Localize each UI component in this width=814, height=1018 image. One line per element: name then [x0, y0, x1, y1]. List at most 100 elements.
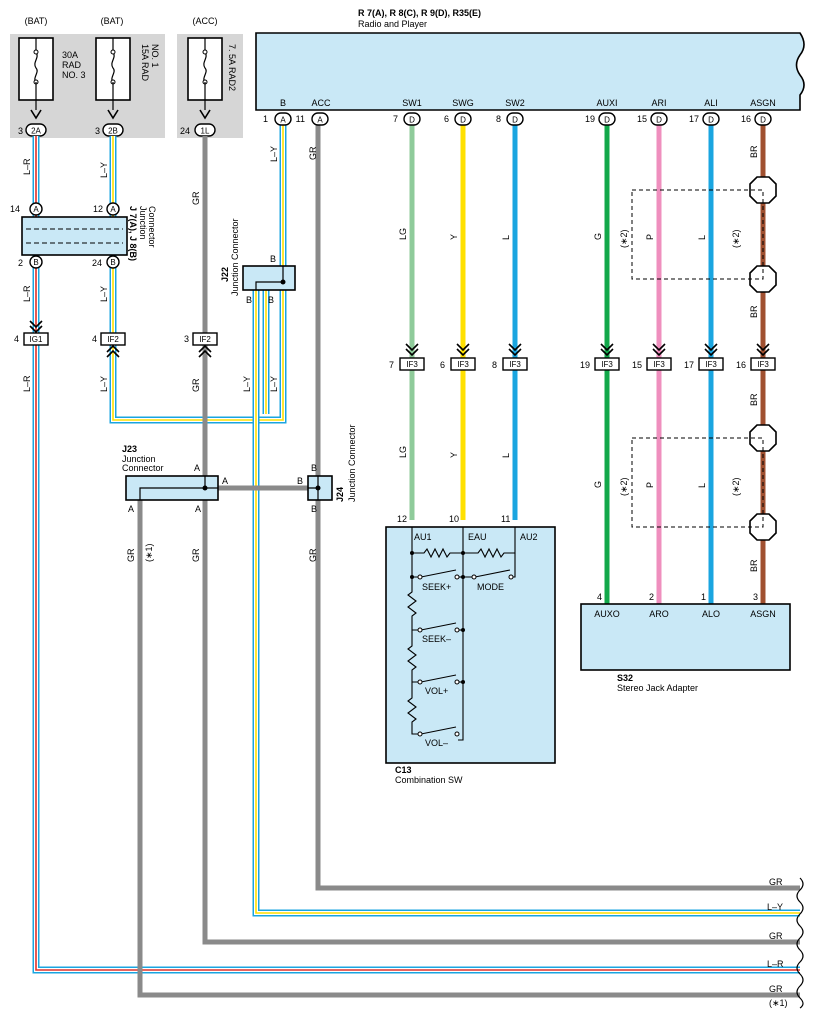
fuse3 — [187, 37, 223, 120]
svg-text:SW2: SW2 — [505, 98, 525, 108]
svg-text:G: G — [593, 233, 603, 240]
svg-text:B: B — [33, 258, 38, 267]
svg-text:2: 2 — [649, 592, 654, 602]
svg-text:B: B — [270, 254, 276, 264]
svg-text:IF2: IF2 — [107, 335, 119, 344]
svg-text:SEEK–: SEEK– — [422, 634, 451, 644]
svg-text:BR: BR — [749, 145, 759, 158]
svg-text:L–R: L–R — [22, 158, 32, 175]
svg-text:GR: GR — [308, 146, 318, 160]
svg-text:IF3: IF3 — [601, 360, 613, 369]
fuse2-source: (BAT) — [101, 16, 124, 26]
svg-text:(∗1): (∗1) — [144, 543, 154, 562]
junction-j23: A A A A — [125, 463, 228, 514]
svg-text:L: L — [697, 235, 707, 240]
fuse1-rating: 30A — [62, 50, 78, 60]
j23-name-1: Junction — [122, 454, 156, 464]
svg-text:IF2: IF2 — [199, 335, 211, 344]
svg-text:19: 19 — [580, 360, 590, 370]
svg-text:BR: BR — [749, 559, 759, 572]
radio-box — [255, 32, 805, 111]
svg-text:GR: GR — [126, 548, 136, 562]
junction-j22: B B B — [242, 254, 296, 305]
svg-text:4: 4 — [92, 334, 97, 344]
svg-text:D: D — [512, 116, 518, 125]
fuse2-number: NO. 1 — [150, 44, 160, 68]
j23-code: J23 — [122, 444, 137, 454]
svg-text:VOL–: VOL– — [425, 738, 448, 748]
svg-text:6: 6 — [444, 114, 449, 124]
svg-text:L–Y: L–Y — [767, 902, 783, 912]
svg-text:GR: GR — [308, 548, 318, 562]
svg-text:BR: BR — [749, 305, 759, 318]
bus-labels: GR L–Y GR L–R GR (∗1) — [767, 877, 788, 1008]
svg-text:(∗2): (∗2) — [619, 229, 629, 248]
svg-text:G: G — [593, 481, 603, 488]
fuse3-pin: 24 — [180, 126, 190, 136]
svg-text:8: 8 — [496, 114, 501, 124]
svg-text:ASGN: ASGN — [750, 98, 776, 108]
fuse-pins: 3 2A 3 2B 24 1L — [18, 123, 216, 137]
svg-text:A: A — [280, 116, 286, 125]
svg-text:16: 16 — [736, 360, 746, 370]
svg-text:AU2: AU2 — [520, 532, 538, 542]
shield-symbols — [631, 176, 777, 541]
svg-text:B: B — [311, 463, 317, 473]
svg-text:L–Y: L–Y — [99, 376, 109, 392]
svg-text:IF3: IF3 — [705, 360, 717, 369]
svg-text:ALI: ALI — [704, 98, 718, 108]
svg-text:24: 24 — [92, 258, 102, 268]
svg-text:7: 7 — [389, 360, 394, 370]
svg-text:8: 8 — [492, 360, 497, 370]
fuse3-conn: 1L — [201, 127, 210, 136]
svg-text:16: 16 — [741, 114, 751, 124]
svg-text:IF3: IF3 — [509, 360, 521, 369]
svg-text:2: 2 — [18, 258, 23, 268]
svg-text:ACC: ACC — [311, 98, 331, 108]
svg-text:17: 17 — [684, 360, 694, 370]
svg-text:A: A — [194, 463, 200, 473]
svg-text:L–R: L–R — [22, 375, 32, 392]
svg-text:A: A — [110, 205, 116, 214]
c13-code: C13 — [395, 765, 412, 775]
svg-text:GR: GR — [769, 877, 783, 887]
svg-text:Y: Y — [449, 234, 459, 240]
fuse2-pin: 3 — [95, 126, 100, 136]
svg-text:BR: BR — [749, 393, 759, 406]
fuse1-pin: 3 — [18, 126, 23, 136]
svg-text:(∗2): (∗2) — [731, 229, 741, 248]
svg-text:D: D — [409, 116, 415, 125]
wires — [32, 120, 800, 998]
svg-text:GR: GR — [769, 931, 783, 941]
svg-text:11: 11 — [296, 114, 305, 124]
s32-name: Stereo Jack Adapter — [617, 683, 698, 693]
svg-text:L–R: L–R — [767, 959, 784, 969]
svg-text:AU1: AU1 — [414, 532, 432, 542]
fuse1 — [18, 37, 54, 120]
svg-text:17: 17 — [689, 114, 699, 124]
svg-text:IF3: IF3 — [653, 360, 665, 369]
svg-text:D: D — [604, 116, 610, 125]
svg-text:15: 15 — [632, 360, 642, 370]
svg-text:(∗1): (∗1) — [769, 998, 788, 1008]
svg-text:EAU: EAU — [468, 532, 487, 542]
svg-text:ARI: ARI — [651, 98, 666, 108]
j24-name: Junction Connector — [347, 424, 357, 502]
j7-code: J 7(A), J 8(B) — [128, 206, 138, 261]
svg-text:P: P — [645, 234, 655, 240]
svg-text:AUXI: AUXI — [596, 98, 617, 108]
svg-text:SEEK+: SEEK+ — [422, 582, 451, 592]
c13-name: Combination SW — [395, 775, 463, 785]
svg-text:4: 4 — [14, 334, 19, 344]
svg-text:GR: GR — [191, 548, 201, 562]
bus-ends — [796, 877, 804, 1009]
svg-text:14: 14 — [10, 204, 20, 214]
svg-text:A: A — [128, 504, 134, 514]
svg-text:A: A — [222, 476, 228, 486]
